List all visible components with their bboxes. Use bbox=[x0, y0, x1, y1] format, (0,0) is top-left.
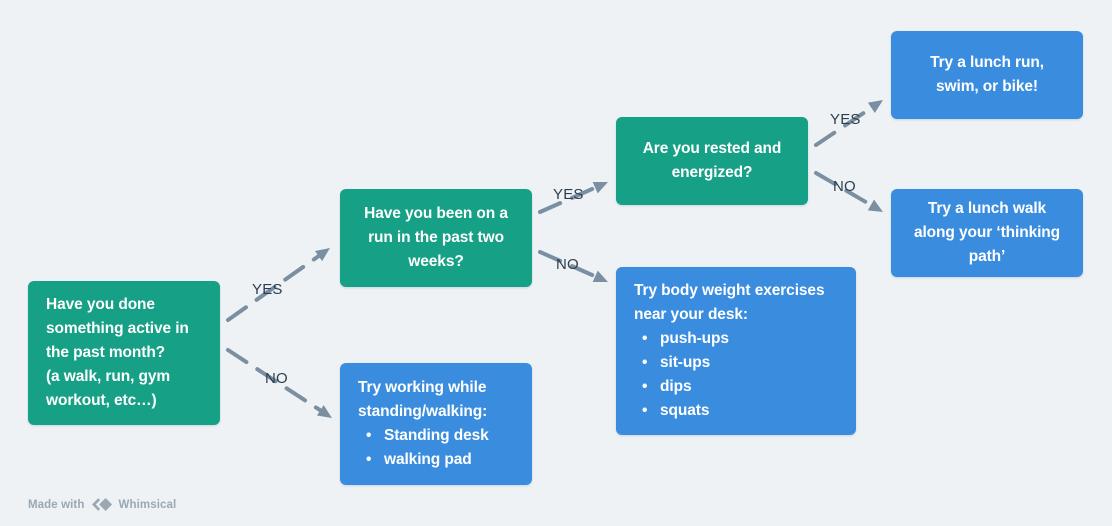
footer-brand-label: Whimsical bbox=[118, 498, 177, 511]
node-bullet-list: Standing deskwalking pad bbox=[358, 424, 489, 472]
edge-label-e-active-no: NO bbox=[265, 370, 288, 387]
node-title: Try a lunch run, swim, or bike! bbox=[930, 54, 1044, 95]
node-q-rested-energized[interactable]: Are you rested and energized? bbox=[616, 117, 808, 205]
list-item: squats bbox=[642, 399, 729, 423]
edge-label-e-rested-yes: YES bbox=[830, 111, 861, 128]
node-r-lunch-walk[interactable]: Try a lunch walk along your ‘thinking pa… bbox=[891, 189, 1083, 277]
node-title: Try working while standing/walking: bbox=[358, 379, 488, 420]
node-q-run-two-weeks[interactable]: Have you been on a run in the past two w… bbox=[340, 189, 532, 287]
list-item: Standing desk bbox=[366, 424, 489, 448]
arrowhead bbox=[592, 181, 608, 194]
footer-made-with-label: Made with bbox=[28, 498, 85, 511]
edge-label-e-rested-no: NO bbox=[833, 178, 856, 195]
node-title: Are you rested and energized? bbox=[642, 140, 782, 181]
arrowhead bbox=[592, 270, 608, 283]
node-r-lunch-run[interactable]: Try a lunch run, swim, or bike! bbox=[891, 31, 1083, 119]
edge-label-e-active-yes: YES bbox=[252, 281, 283, 298]
edge-label-e-run-yes: YES bbox=[553, 186, 584, 203]
node-r-standing-walking[interactable]: Try working while standing/walking:Stand… bbox=[340, 363, 532, 485]
node-bullet-list: push-upssit-upsdipssquats bbox=[634, 327, 729, 423]
node-title: Try a lunch walk along your ‘thinking pa… bbox=[913, 200, 1061, 265]
list-item: push-ups bbox=[642, 327, 729, 351]
arrowhead bbox=[316, 405, 332, 418]
node-r-body-weight[interactable]: Try body weight exercises near your desk… bbox=[616, 267, 856, 435]
arrowhead bbox=[867, 199, 883, 212]
node-title: Try body weight exercises near your desk… bbox=[634, 282, 825, 323]
edge-label-e-run-no: NO bbox=[556, 256, 579, 273]
node-title: Have you been on a run in the past two w… bbox=[364, 205, 508, 270]
footer-attribution: Made with Whimsical bbox=[28, 497, 176, 512]
list-item: dips bbox=[642, 375, 729, 399]
list-item: walking pad bbox=[366, 448, 489, 472]
arrowhead bbox=[867, 100, 883, 113]
arrowhead bbox=[314, 248, 330, 262]
list-item: sit-ups bbox=[642, 351, 729, 375]
node-title: Have you done something active in the pa… bbox=[46, 296, 189, 409]
whimsical-diamond-icon bbox=[91, 498, 112, 511]
node-q-active-month[interactable]: Have you done something active in the pa… bbox=[28, 281, 220, 425]
